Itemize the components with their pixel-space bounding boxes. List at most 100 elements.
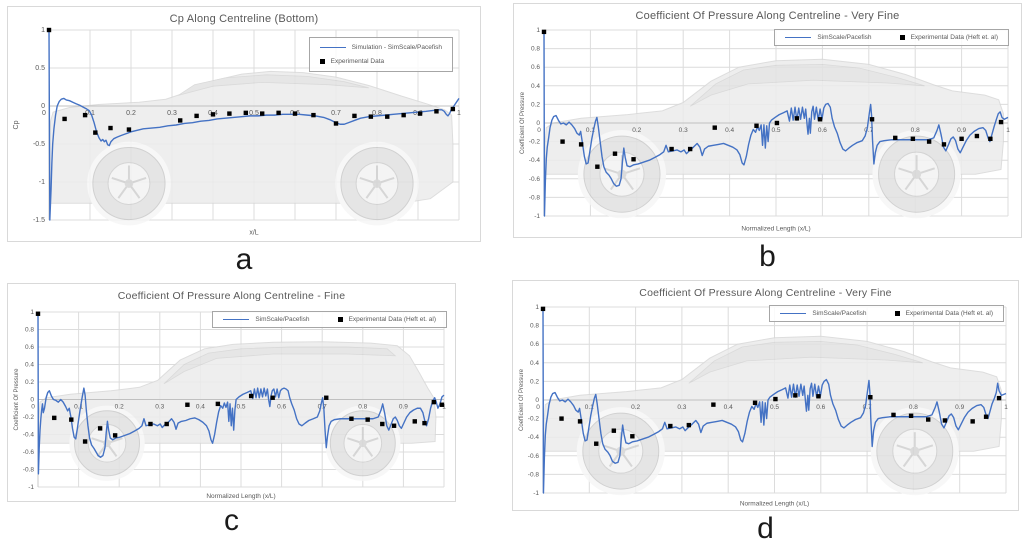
svg-text:1: 1 [535,304,539,311]
svg-text:-0.5: -0.5 [33,141,45,148]
chart-title: Coefficient Of Pressure Along Centreline… [639,287,892,299]
svg-text:-1.5: -1.5 [33,217,45,224]
svg-text:0.8: 0.8 [911,127,920,134]
legend: SimScale/Pacefish Experimental Data (Hef… [769,305,1004,322]
svg-text:0.7: 0.7 [863,404,872,411]
chart-panel-c: Coefficient Of Pressure Along Centreline… [7,283,456,502]
svg-text:1: 1 [442,404,446,411]
svg-text:0.2: 0.2 [530,378,539,385]
svg-text:0: 0 [42,110,46,117]
svg-text:0.2: 0.2 [631,404,640,411]
legend-entry: Experimental Data (Heft et. al) [337,316,436,323]
svg-text:0.8: 0.8 [372,110,382,117]
svg-text:0.4: 0.4 [724,404,733,411]
svg-text:Coefficient Of Pressure: Coefficient Of Pressure [14,368,20,431]
square-marker-icon [319,59,325,64]
svg-text:0.4: 0.4 [531,83,540,90]
square-marker-icon [337,317,343,322]
svg-text:0.4: 0.4 [725,127,734,134]
chart-panel-b: Coefficient Of Pressure Along Centreline… [513,3,1022,238]
square-marker-icon [894,311,900,316]
legend-label: Experimental Data (Heft et. al) [348,316,436,323]
svg-text:-0.2: -0.2 [528,416,540,423]
svg-text:0.8: 0.8 [531,46,540,53]
svg-text:0.8: 0.8 [358,404,367,411]
svg-text:0: 0 [536,404,540,411]
svg-text:1: 1 [1004,404,1008,411]
svg-text:-0.2: -0.2 [23,414,35,421]
chart-title: Coefficient Of Pressure Along Centreline… [635,10,900,22]
legend-label: SimScale/Pacefish [812,310,867,317]
svg-text:0: 0 [536,120,540,127]
svg-text:Coefficient Of Pressure: Coefficient Of Pressure [520,91,526,154]
svg-text:0.5: 0.5 [236,404,245,411]
line-swatch-icon [785,37,812,38]
svg-text:Normalized Length (x/L): Normalized Length (x/L) [740,501,809,508]
svg-text:0: 0 [537,127,541,134]
svg-text:1: 1 [457,110,461,117]
legend-entry: Experimental Data (Heft et. al) [894,310,993,317]
legend-label: Simulation - SimScale/Pacefish [351,44,442,51]
svg-text:0.6: 0.6 [531,64,540,71]
panel-letter-a: a [235,243,253,276]
legend-entry: SimScale/Pacefish [223,316,310,323]
chart-panel-d: Coefficient Of Pressure Along Centreline… [512,280,1019,511]
svg-text:Normalized Length (x/L): Normalized Length (x/L) [206,493,275,500]
svg-text:0.3: 0.3 [167,110,177,117]
square-marker-icon [899,35,905,40]
svg-text:0.3: 0.3 [155,404,164,411]
svg-text:0.9: 0.9 [957,127,966,134]
svg-text:0.2: 0.2 [115,404,124,411]
panel-letter-c: c [224,504,239,537]
svg-text:0.7: 0.7 [318,404,327,411]
svg-text:0.7: 0.7 [331,110,341,117]
legend-entry: Simulation - SimScale/Pacefish [319,44,442,51]
svg-text:0.4: 0.4 [196,404,205,411]
svg-text:-1: -1 [533,490,539,497]
svg-text:0.1: 0.1 [74,404,83,411]
svg-text:0.6: 0.6 [818,127,827,134]
svg-text:0.2: 0.2 [531,101,540,108]
line-swatch-icon [223,319,250,320]
svg-text:0.6: 0.6 [277,404,286,411]
chart-title: Cp Along Centreline (Bottom) [169,13,319,25]
svg-text:0.4: 0.4 [25,362,34,369]
svg-text:1: 1 [1006,127,1010,134]
svg-text:0.4: 0.4 [530,360,539,367]
legend-label: Experimental Data [330,58,385,65]
svg-text:Coefficient Of Pressure: Coefficient Of Pressure [519,368,525,431]
svg-text:0.6: 0.6 [25,344,34,351]
plot-area: 10.50-0.5-1-1.500.10.20.30.40.50.60.70.8… [13,27,461,237]
line-swatch-icon [319,47,346,48]
svg-text:-0.6: -0.6 [23,449,35,456]
svg-text:0.1: 0.1 [585,404,594,411]
svg-text:0: 0 [535,397,539,404]
svg-text:-0.8: -0.8 [529,194,541,201]
legend-entry: Experimental Data (Heft et. al) [899,34,998,41]
svg-text:1: 1 [536,27,540,34]
legend-label: SimScale/Pacefish [817,34,872,41]
svg-text:0.6: 0.6 [816,404,825,411]
legend-entry: SimScale/Pacefish [785,34,872,41]
svg-text:-0.6: -0.6 [528,453,540,460]
svg-text:x/L: x/L [249,230,258,237]
chart-title: Coefficient Of Pressure Along Centreline… [117,290,346,302]
svg-text:0.8: 0.8 [530,323,539,330]
svg-text:-1: -1 [534,213,540,220]
legend-entry: SimScale/Pacefish [780,310,867,317]
legend-label: Experimental Data (Heft et. al) [910,34,998,41]
svg-text:0.8: 0.8 [25,327,34,334]
svg-text:-0.8: -0.8 [23,467,35,474]
legend-entry: Experimental Data [319,58,385,65]
svg-text:0.3: 0.3 [679,127,688,134]
svg-text:-1: -1 [28,484,34,491]
legend: Simulation - SimScale/Pacefish Experimen… [308,37,453,72]
svg-text:-0.8: -0.8 [528,471,540,478]
svg-text:-0.4: -0.4 [529,157,541,164]
svg-text:1: 1 [30,309,34,316]
svg-text:0.8: 0.8 [909,404,918,411]
legend: SimScale/Pacefish Experimental Data (Hef… [774,29,1009,46]
